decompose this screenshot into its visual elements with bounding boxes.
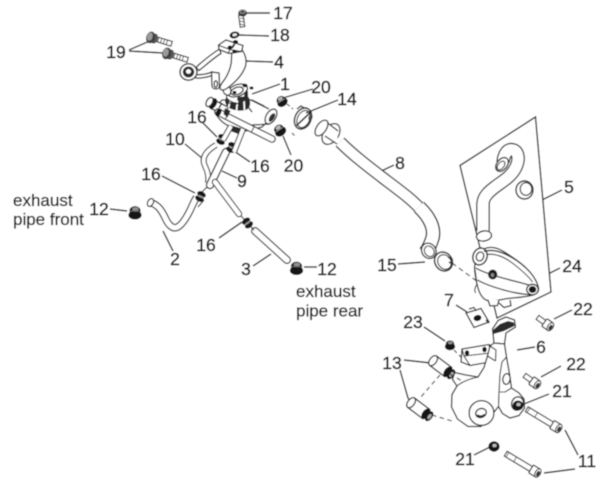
svg-text:16: 16 — [187, 107, 206, 127]
svg-text:23: 23 — [403, 312, 422, 332]
svg-text:11: 11 — [578, 451, 596, 471]
svg-text:1: 1 — [280, 74, 290, 94]
svg-text:2: 2 — [170, 249, 180, 269]
svg-text:exhaust: exhaust — [296, 282, 356, 301]
svg-text:18: 18 — [270, 25, 289, 45]
svg-text:24: 24 — [562, 256, 582, 276]
svg-text:7: 7 — [444, 290, 454, 310]
svg-text:21: 21 — [552, 381, 571, 401]
svg-text:12: 12 — [317, 259, 336, 279]
svg-text:14: 14 — [337, 89, 357, 109]
svg-text:12: 12 — [89, 199, 108, 219]
svg-text:pipe front: pipe front — [13, 210, 84, 229]
svg-text:10: 10 — [165, 129, 185, 149]
svg-text:9: 9 — [237, 171, 247, 191]
svg-text:20: 20 — [311, 77, 331, 97]
svg-text:15: 15 — [377, 255, 396, 275]
svg-text:16: 16 — [250, 156, 269, 176]
svg-text:22: 22 — [573, 299, 592, 319]
svg-text:16: 16 — [196, 235, 215, 255]
svg-text:5: 5 — [564, 177, 574, 197]
svg-text:20: 20 — [284, 156, 304, 176]
svg-text:exhaust: exhaust — [13, 191, 73, 210]
svg-text:21: 21 — [455, 449, 474, 469]
svg-text:4: 4 — [274, 52, 284, 72]
svg-text:16: 16 — [141, 164, 160, 184]
svg-text:8: 8 — [395, 153, 405, 173]
svg-text:22: 22 — [566, 354, 585, 374]
svg-text:6: 6 — [536, 337, 546, 357]
svg-text:17: 17 — [273, 3, 292, 23]
svg-text:13: 13 — [382, 353, 401, 373]
svg-text:19: 19 — [106, 42, 125, 62]
svg-text:pipe rear: pipe rear — [296, 302, 363, 321]
svg-text:3: 3 — [241, 259, 251, 279]
